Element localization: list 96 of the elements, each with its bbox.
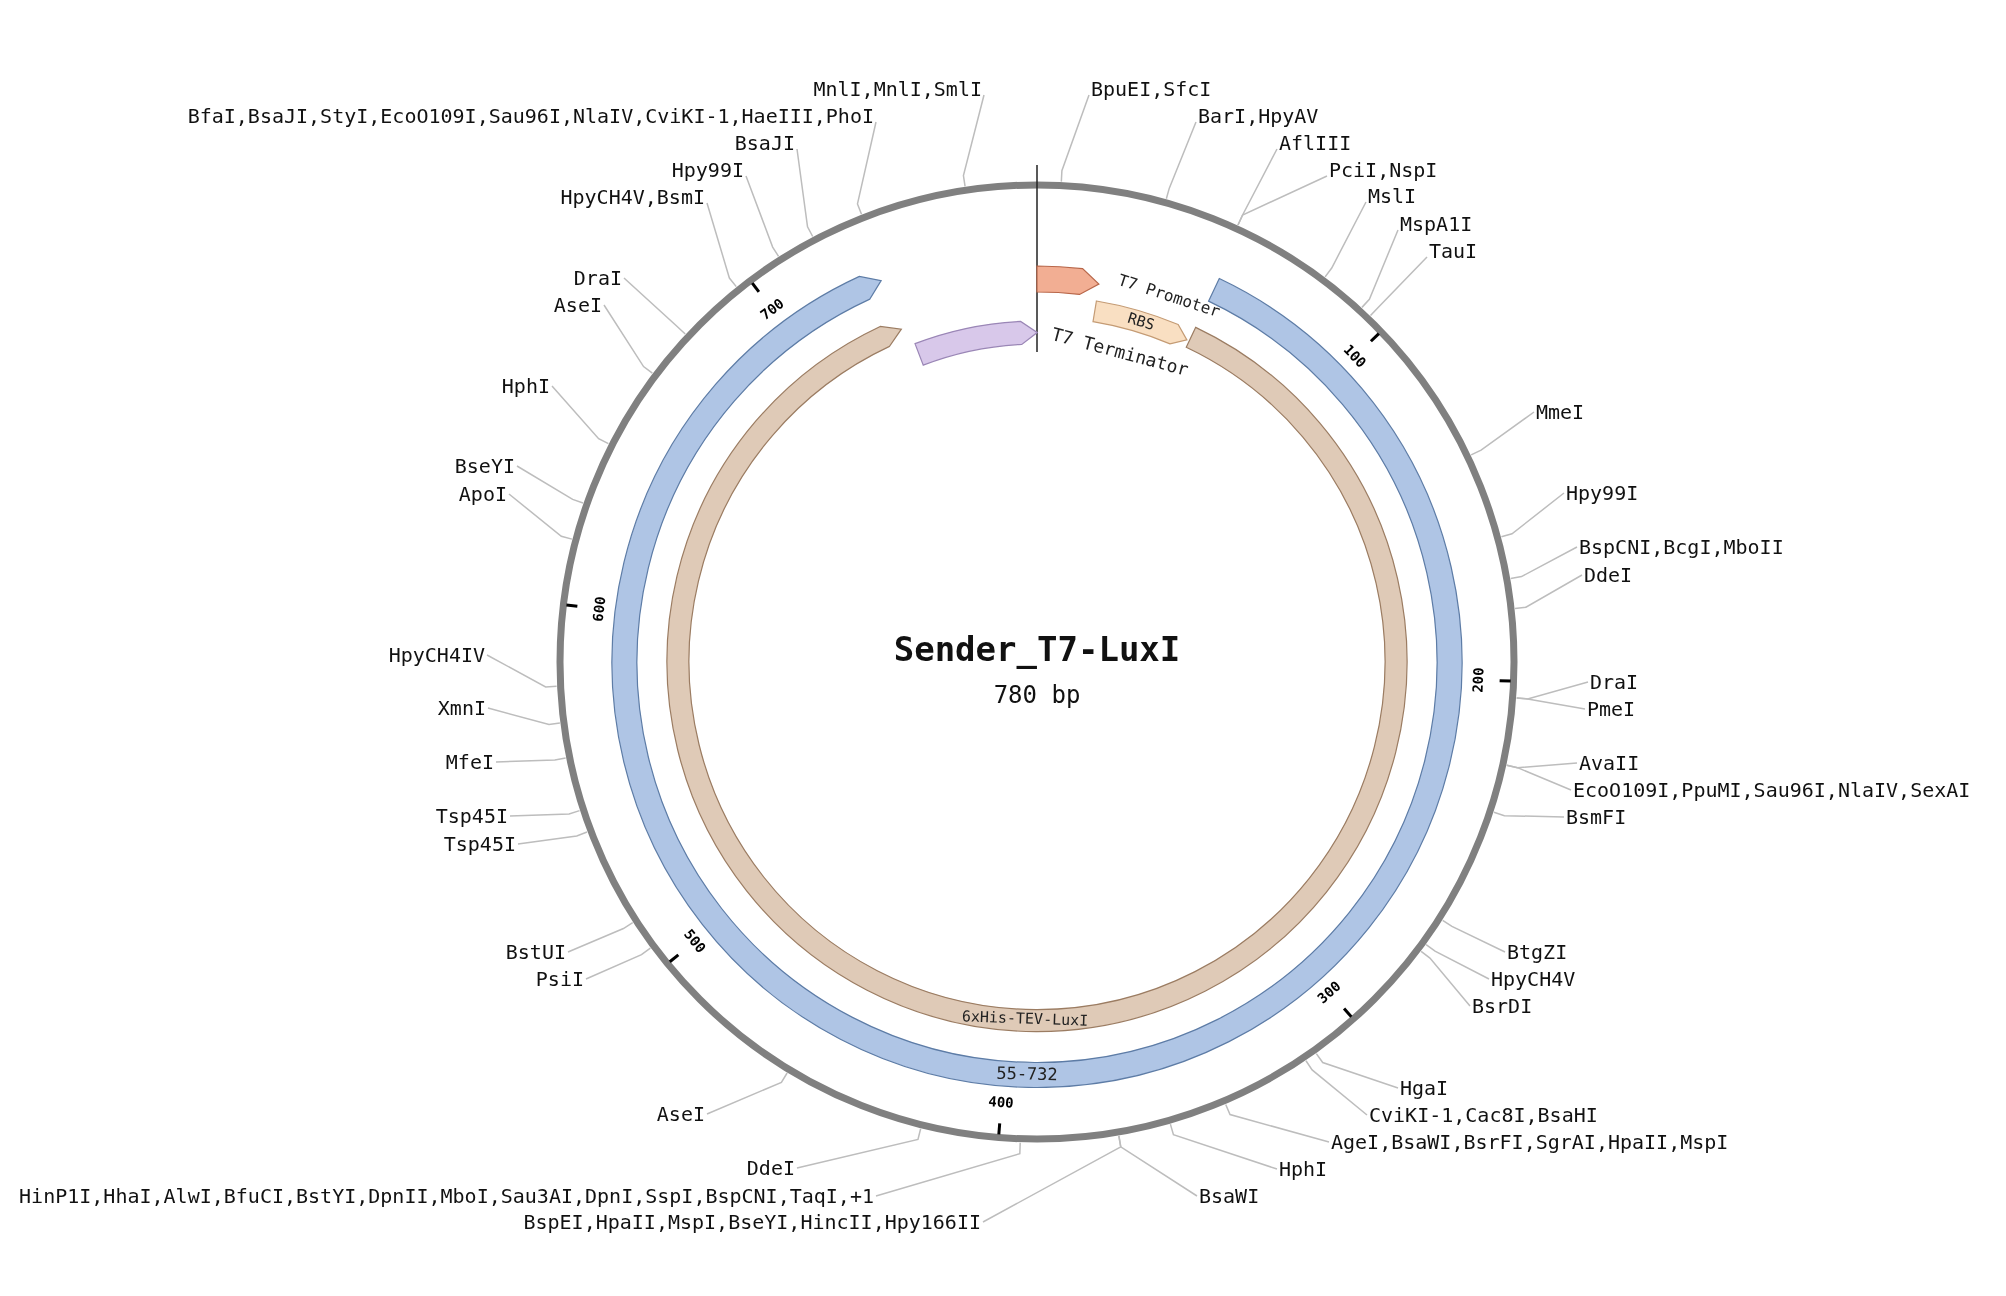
plasmid-length: 780 bp [993,681,1081,709]
leader-line [495,757,567,763]
leader-line [1514,574,1583,610]
leader-line [603,304,654,374]
leader-line [1500,492,1565,538]
enzyme-label: PsiI [535,967,584,991]
leader-line [487,707,561,726]
enzyme-label: AseI [553,293,602,317]
enzyme-label: BsmFI [1566,805,1627,829]
leader-line [1305,1060,1368,1116]
enzyme-label: MfeI [445,750,494,774]
enzyme-label: PmeI [1587,697,1636,721]
enzyme-label: TauI [1429,239,1478,263]
enzyme-label: HphI [501,374,550,398]
leader-line [1506,764,1572,791]
enzyme-label: Hpy99I [671,158,744,182]
enzyme-label: BspCNI,BcgI,MboII [1579,535,1784,559]
enzyme-label: DraI [573,266,622,290]
enzyme-label: Hpy99I [1566,481,1639,505]
enzyme-label: BfaI,BsaJI,StyI,EcoO109I,Sau96I,NlaIV,CviKI-1,HaeIII,PhoI [187,104,874,128]
enzyme-label: ApoI [458,482,507,506]
enzyme-label: HpyCH4IV [388,643,485,667]
plasmid-name: Sender_T7-LuxI [893,631,1181,669]
leader-line [856,121,877,215]
tick-label: 600 [590,595,608,623]
enzyme-label: HpyCH4V,BsmI [560,185,705,209]
leader-line [509,809,581,817]
enzyme-label: HinP1I,HhaI,AlwI,BfuCI,BstYI,DpnII,MboI,Sau3AI,DpnI,SspI,BspCNI,TaqI,+1 [19,1184,874,1208]
leader-line [1441,919,1506,953]
feature-label: 55-732 [996,1065,1058,1084]
enzyme-label: DraI [1590,670,1639,694]
leader-line [486,654,558,688]
enzyme-label: BspEI,HpaII,MspI,BseYI,HincII,Hpy166II [523,1210,981,1234]
leader-line [706,202,737,288]
feature-label: 6xHis-TEV-LuxI [961,1009,1088,1029]
enzyme-label: DdeI [746,1156,795,1180]
leader-line [1369,256,1428,317]
enzyme-label: EcoO109I,PpuMI,Sau96I,NlaIV,SexAI [1573,778,1971,802]
enzyme-label: AvaII [1579,751,1640,775]
leader-line [745,175,780,258]
leader-line [1470,411,1535,456]
leader-line [982,1135,1122,1223]
leader-line [1425,944,1490,980]
leader-line [517,831,588,845]
leader-line [1361,229,1399,309]
tick-label: 700 [757,296,787,323]
enzyme-label: AflIII [1279,131,1352,155]
enzyme-label: BtgZI [1507,940,1568,964]
enzyme-label: BstUI [505,940,566,964]
enzyme-label: BsaWI [1199,1184,1260,1208]
enzyme-label: BsaJI [734,131,795,155]
leader-line [1165,121,1197,200]
enzyme-label: XmnI [437,696,486,720]
leader-line [516,465,584,504]
enzyme-label: BseYI [454,454,515,478]
leader-line [796,1127,922,1169]
enzyme-label: HphI [1279,1157,1328,1181]
tick-label: 100 [1341,342,1369,371]
enzyme-label: BarI,HpyAV [1198,104,1319,128]
enzyme-label: Tsp45I [435,804,508,828]
enzyme-label: HgaI [1400,1076,1449,1100]
leader-line [1169,1123,1278,1170]
tick-label: 500 [681,926,709,956]
enzyme-label: CviKI-1,Cac8I,BsaHI [1369,1103,1598,1127]
leader-line [551,385,610,445]
enzyme-label: AseI [656,1102,705,1126]
enzyme-label: MslI [1368,184,1417,208]
enzyme-label: AgeI,BsaWI,BsrFI,SgrAI,HpaII,MspI [1331,1130,1729,1154]
enzyme-label: BsrDI [1472,994,1533,1018]
leader-line [1224,1103,1330,1143]
enzyme-label: PciI,NspI [1329,158,1438,182]
leader-line [1324,201,1367,278]
leader-line [875,1141,1021,1197]
enzyme-label: MnlI,MnlI,SmlI [813,77,982,101]
enzyme-label: Tsp45I [443,832,516,856]
leader-line [623,277,686,335]
leader-line [1420,950,1471,1007]
leader-line [1315,1052,1399,1089]
enzyme-label: HpyCH4V [1491,967,1576,991]
tick-label: 400 [988,1093,1015,1110]
leader-line [1237,175,1328,226]
enzyme-label: MmeI [1536,400,1585,424]
leader-line [585,947,652,980]
leader-line [1509,546,1578,580]
enzyme-label: DdeI [1584,563,1633,587]
leader-line [1493,811,1565,818]
leader-line [1060,94,1090,183]
leader-line [706,1072,788,1115]
enzyme-label: BpuEI,SfcI [1091,77,1212,101]
tick-label: 300 [1315,978,1344,1006]
leader-line [1515,697,1586,710]
leader-line [796,148,814,238]
enzyme-label: MspA1I [1400,212,1473,236]
leader-line [567,921,634,953]
leader-line [962,94,985,188]
leader-line [508,493,573,540]
